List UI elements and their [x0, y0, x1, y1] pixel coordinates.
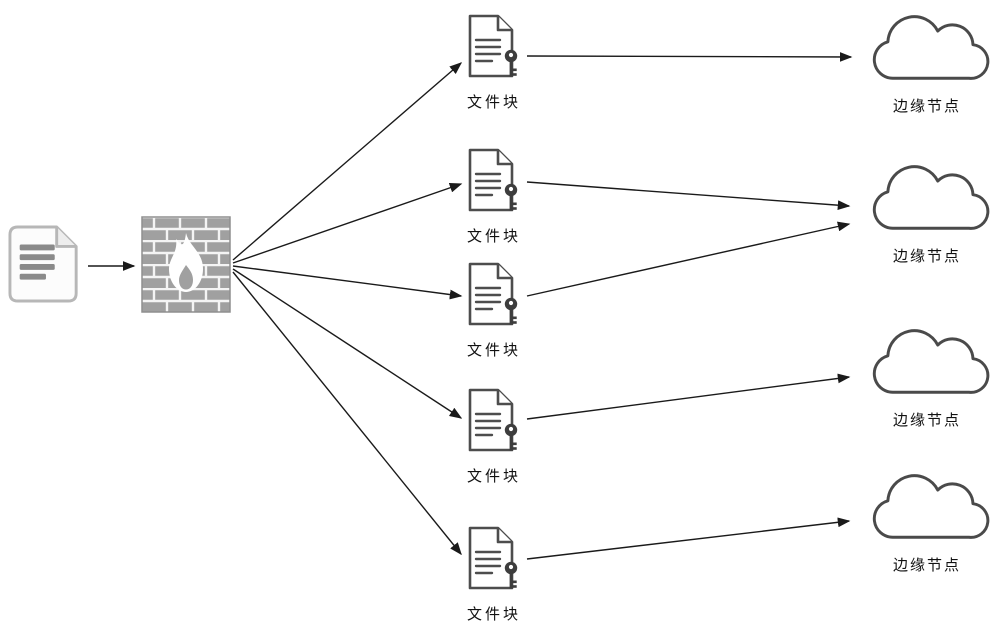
edge-node-3: 边缘节点 — [852, 316, 1000, 430]
arrow-firewall-to-fb5 — [232, 271, 462, 556]
edge-node-label: 边缘节点 — [892, 248, 961, 265]
arrow-fb1-to-cloud1 — [526, 52, 853, 62]
firewall-icon — [141, 216, 231, 313]
arrow-fb3-to-cloud2 — [526, 221, 851, 297]
document-icon — [8, 224, 82, 304]
file-block-node-2: 文件块 — [442, 148, 546, 246]
file-block-node-4: 文件块 — [442, 388, 546, 486]
file-block-node-3: 文件块 — [442, 262, 546, 360]
cloud-icon — [857, 461, 997, 549]
file-block-node-1: 文件块 — [442, 14, 546, 112]
file-block-node-5: 文件块 — [442, 526, 546, 624]
file-block-label: 文件块 — [466, 94, 521, 111]
file-block-label: 文件块 — [466, 342, 521, 359]
document-key-icon — [466, 526, 522, 590]
arrow-fb2-to-cloud2 — [526, 181, 851, 211]
firewall-node — [141, 216, 231, 313]
edge-node-label: 边缘节点 — [892, 557, 961, 574]
edge-node-label: 边缘节点 — [892, 412, 961, 429]
arrow-firewall-to-fb1 — [232, 62, 463, 261]
document-key-icon — [466, 148, 522, 212]
edge-node-4: 边缘节点 — [852, 461, 1000, 575]
arrow-firewall-to-fb2 — [232, 183, 463, 264]
arrow-firewall-to-fb3 — [232, 265, 463, 300]
file-block-label: 文件块 — [466, 468, 521, 485]
document-key-icon — [466, 388, 522, 452]
edge-node-label: 边缘节点 — [892, 98, 961, 115]
document-key-icon — [466, 14, 522, 78]
edge-node-2: 边缘节点 — [852, 152, 1000, 266]
cloud-icon — [857, 316, 997, 404]
document-key-icon — [466, 262, 522, 326]
source-document-node — [8, 224, 82, 304]
arrow-fb4-to-cloud3 — [526, 373, 851, 420]
arrow-firewall-to-fb4 — [232, 268, 463, 419]
file-block-label: 文件块 — [466, 228, 521, 245]
arrow-fb5-to-cloud4 — [526, 517, 851, 560]
cloud-icon — [857, 2, 997, 90]
edge-node-1: 边缘节点 — [852, 2, 1000, 116]
cloud-icon — [857, 152, 997, 240]
file-block-label: 文件块 — [466, 606, 521, 623]
